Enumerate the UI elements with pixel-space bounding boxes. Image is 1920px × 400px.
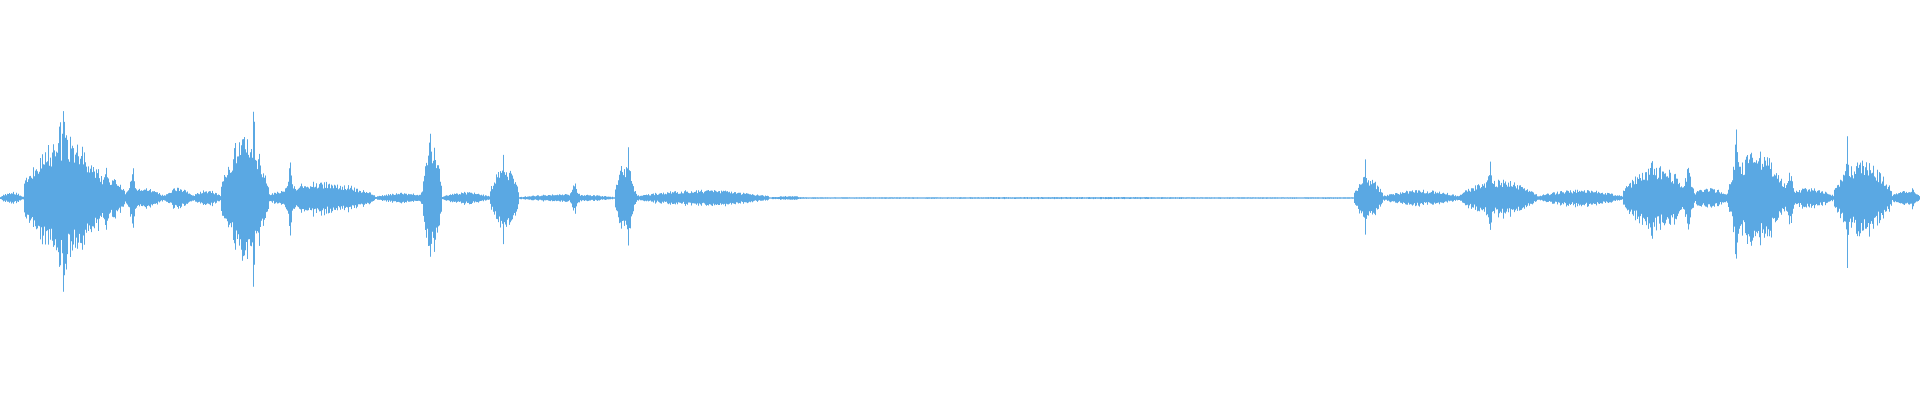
waveform-bars	[0, 111, 1920, 292]
waveform-path	[0, 111, 1920, 292]
